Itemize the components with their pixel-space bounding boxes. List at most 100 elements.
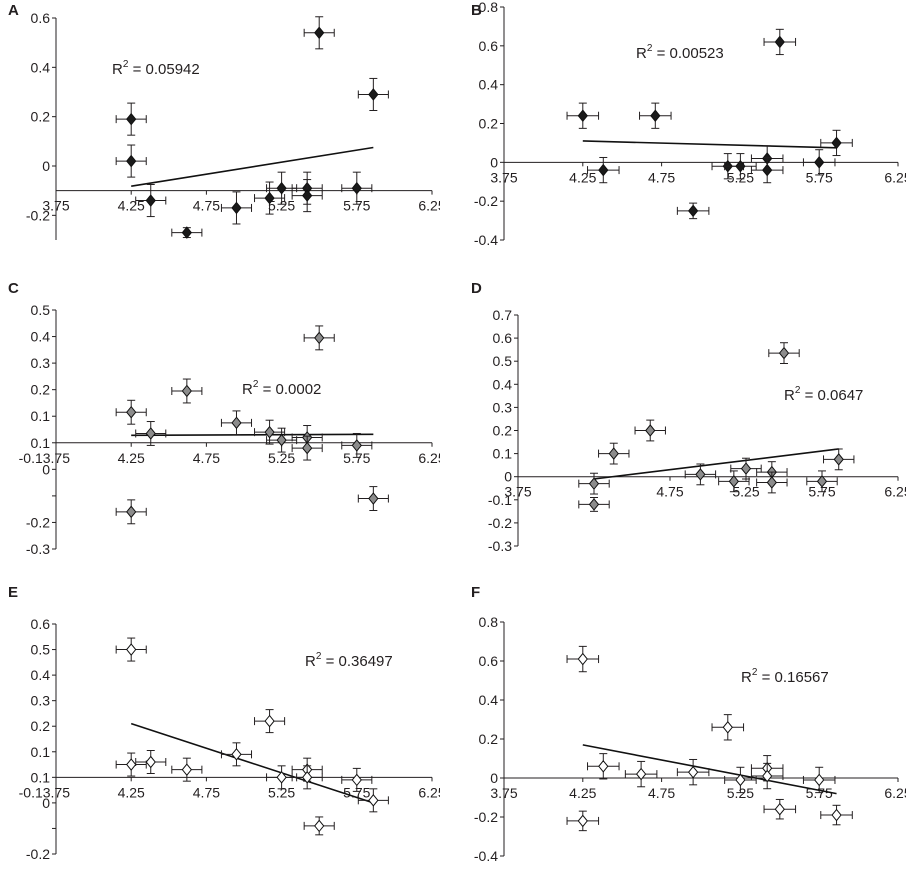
diamond-marker xyxy=(181,763,192,776)
panel-letter: B xyxy=(471,2,482,19)
chart-c: 0.50.40.30.20.10.10-0.2-0.3-0.4-0.13.754… xyxy=(19,302,440,557)
x-tick-label: 3.75 xyxy=(490,169,517,185)
diamond-marker xyxy=(264,191,275,205)
y-tick-label: 0.3 xyxy=(31,355,51,371)
diamond-marker xyxy=(735,159,746,173)
data-point xyxy=(676,758,710,786)
data-point xyxy=(578,496,610,512)
y-tick-label: 0 xyxy=(42,158,50,174)
panel-a: A 0.60.40.20-0.23.754.254.755.255.756.25… xyxy=(0,0,440,260)
x-tick-label: 5.25 xyxy=(268,784,295,800)
x-tick-label: 5.25 xyxy=(732,484,759,500)
y-tick-label: 0.2 xyxy=(31,382,51,398)
data-point xyxy=(587,753,620,780)
y-tick-label: 0.3 xyxy=(493,399,513,415)
diamond-marker xyxy=(145,427,156,440)
diamond-marker xyxy=(774,35,785,49)
x-tick-label: 4.25 xyxy=(569,169,596,185)
data-point xyxy=(115,637,147,662)
data-point xyxy=(135,421,167,446)
diamond-marker xyxy=(814,156,825,169)
diamond-marker xyxy=(577,109,588,123)
x-tick-label: 4.25 xyxy=(118,784,145,800)
diamond-marker xyxy=(778,346,790,360)
trendline xyxy=(131,433,374,437)
diamond-marker xyxy=(264,714,275,728)
diamond-marker xyxy=(314,819,325,833)
data-point xyxy=(115,499,147,525)
data-point xyxy=(802,149,836,176)
data-point xyxy=(750,156,784,184)
diamond-marker xyxy=(276,433,287,447)
data-point xyxy=(566,102,600,129)
diamond-marker xyxy=(276,771,287,784)
x-tick-label: 3.75 xyxy=(490,785,517,801)
data-point xyxy=(303,816,335,836)
diamond-marker xyxy=(831,136,842,150)
data-point xyxy=(718,470,750,493)
diamond-marker xyxy=(577,814,588,828)
data-point xyxy=(115,102,147,136)
x-tick-label: 4.25 xyxy=(118,198,145,214)
y-tick-label: 0.6 xyxy=(31,10,51,26)
y-tick-label: 0 xyxy=(490,154,498,170)
data-point xyxy=(357,77,389,111)
trendline xyxy=(582,140,837,149)
diamond-marker xyxy=(588,477,600,490)
data-point xyxy=(341,432,373,458)
panel-e: E 0.60.50.40.30.20.10.10-0.2-0.3-0.13.75… xyxy=(0,582,440,869)
panel-c: C 0.50.40.30.20.10.10-0.2-0.3-0.4-0.13.7… xyxy=(0,278,440,563)
x-tick-label: 5.75 xyxy=(343,784,370,800)
diamond-marker xyxy=(645,424,656,437)
diamond-marker xyxy=(181,226,192,239)
y-tick-label: 0 xyxy=(490,770,498,786)
y-tick-label: 0.8 xyxy=(479,614,499,630)
y-tick-label: 0.1 xyxy=(31,408,51,424)
diamond-marker xyxy=(368,492,379,505)
y-tick-label: 0.4 xyxy=(31,59,51,75)
trendline xyxy=(130,722,374,804)
diamond-marker xyxy=(368,794,379,807)
x-tick-label: 4.75 xyxy=(656,484,683,500)
data-point xyxy=(587,156,620,184)
y-tick-label: 0 xyxy=(504,469,512,485)
x-tick-label: 6.25 xyxy=(884,484,906,500)
data-point xyxy=(566,810,600,832)
x-tick-label: 5.75 xyxy=(806,169,833,185)
data-point xyxy=(341,171,373,205)
data-point xyxy=(750,762,784,790)
data-point xyxy=(115,399,147,425)
diamond-marker xyxy=(833,453,844,466)
data-point xyxy=(266,765,298,790)
data-point xyxy=(724,766,757,794)
x-tick-label: 4.75 xyxy=(193,784,220,800)
data-point xyxy=(820,129,853,157)
diamond-marker xyxy=(351,181,362,195)
data-point xyxy=(291,765,323,790)
x-tick-label: 6.25 xyxy=(418,784,440,800)
data-point xyxy=(220,742,253,767)
y-tick-label: 0.1 xyxy=(31,744,51,760)
diamond-marker xyxy=(695,468,706,481)
y-tick-label: -0.3 xyxy=(488,538,512,554)
data-point xyxy=(639,102,672,129)
diamond-marker xyxy=(302,441,313,455)
panel-letter: F xyxy=(471,584,481,601)
x-tick-label: 5.75 xyxy=(343,198,370,214)
data-point xyxy=(357,788,389,813)
data-point xyxy=(171,378,203,404)
diamond-marker xyxy=(126,112,137,126)
data-point xyxy=(724,153,757,180)
r-squared-label: R2 = 0.00523 xyxy=(636,43,724,62)
r-squared-label: R2 = 0.36497 xyxy=(305,651,393,670)
data-point xyxy=(624,760,658,788)
y-tick-label: 0.6 xyxy=(493,330,513,346)
r-squared-label: R2 = 0.16567 xyxy=(741,667,829,686)
data-point xyxy=(303,325,335,351)
data-point xyxy=(171,757,203,782)
y-tick-label: 0 xyxy=(42,461,50,477)
diamond-marker xyxy=(816,475,828,488)
y-tick-label: 0.1 xyxy=(31,435,51,451)
x-tick-label: 5.25 xyxy=(268,450,295,466)
